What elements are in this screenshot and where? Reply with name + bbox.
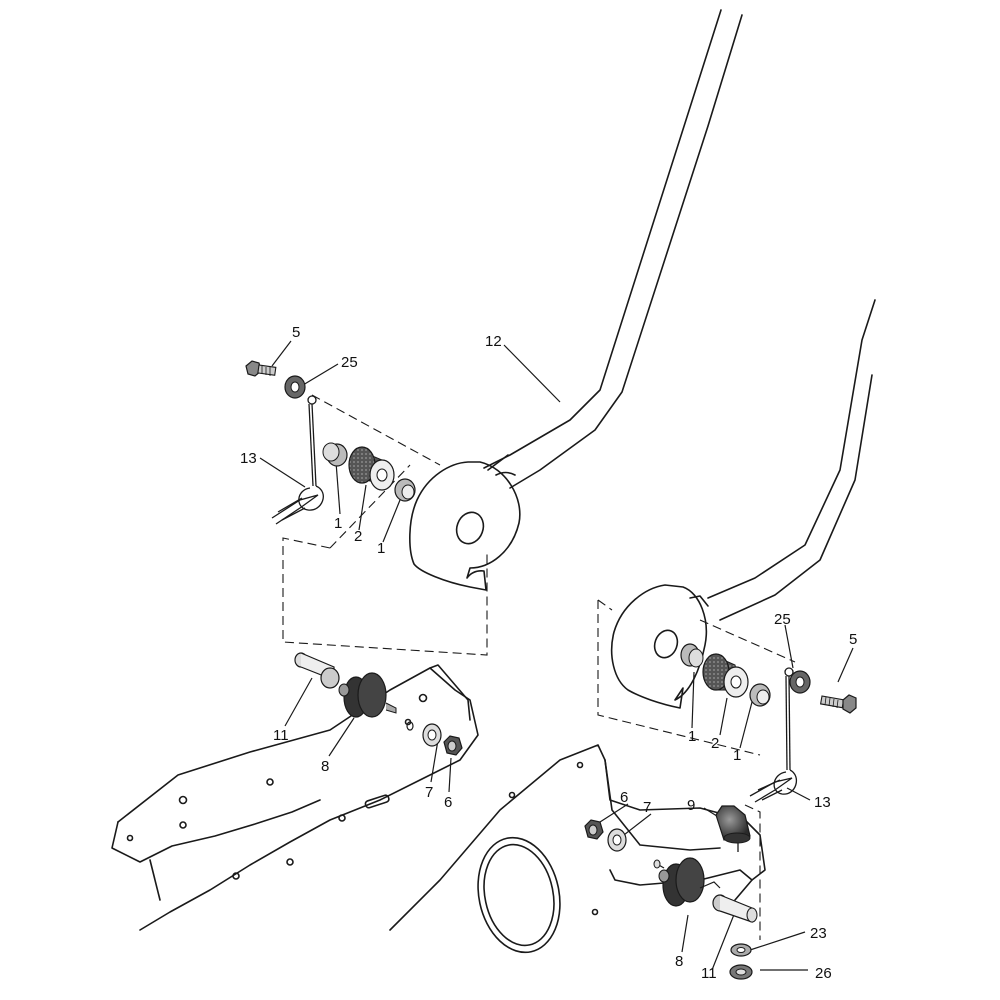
- callout-1-right-a: 1: [688, 728, 696, 745]
- callout-13-upper: 13: [240, 450, 257, 467]
- callout-5-upper: 5: [292, 324, 300, 341]
- handle-bar-lower: [610, 299, 876, 709]
- lynch-pin-13-upper: [271, 395, 324, 525]
- callout-23: 23: [810, 925, 827, 942]
- chassis-frame-left: [111, 664, 479, 931]
- washer-7-right: [607, 828, 627, 852]
- callout-labels: 5 25 12 13 1 2 1 11 8 7 6 25 5 1 2 1 13 …: [240, 324, 857, 982]
- callout-25-upper: 25: [341, 354, 358, 371]
- callout-13-right: 13: [814, 794, 831, 811]
- callout-8-right: 8: [675, 953, 683, 970]
- bushing-1-upper-a: [322, 442, 348, 467]
- callout-6-right: 6: [620, 789, 628, 806]
- callout-1-right-b: 1: [733, 747, 741, 764]
- washer-7-left: [422, 723, 442, 747]
- rubber-mount-8-right: [653, 857, 705, 907]
- leader-lines: [259, 340, 854, 971]
- washer-25-upper: [284, 375, 306, 399]
- callout-5-right: 5: [849, 631, 857, 648]
- bolt-5-right: [819, 694, 857, 714]
- chassis-frame-right: [389, 744, 766, 954]
- callout-7-left: 7: [425, 784, 433, 801]
- bolt-stub-left: [406, 721, 414, 731]
- roller-2-right: [702, 653, 749, 698]
- rubber-mount-8-left: [338, 672, 397, 718]
- callout-26: 26: [815, 965, 832, 982]
- washer-23: [730, 943, 752, 957]
- nut-6-right: [584, 819, 604, 840]
- callout-1-upper-a: 1: [334, 515, 342, 532]
- bushing-1-upper-b: [394, 478, 416, 502]
- callout-1-upper-b: 1: [377, 540, 385, 557]
- bump-stop-9: [715, 805, 751, 852]
- bushing-1-right-a: [680, 643, 704, 668]
- callout-11-left: 11: [273, 727, 289, 744]
- washer-25-right: [789, 670, 811, 694]
- callout-2-right: 2: [711, 735, 719, 752]
- assembly-guides: [282, 394, 796, 940]
- nut-6-left: [443, 735, 463, 756]
- callout-12: 12: [485, 333, 502, 350]
- bushing-1-right-b: [749, 683, 771, 707]
- callout-9: 9: [687, 797, 695, 814]
- callout-25-right: 25: [774, 611, 791, 628]
- pivot-pin-11-right: [699, 881, 758, 923]
- callout-2-upper: 2: [354, 528, 362, 545]
- bolt-5-upper: [245, 360, 277, 377]
- callout-8-left: 8: [321, 758, 329, 775]
- handle-bar-12: [409, 9, 743, 591]
- nut-26: [729, 964, 753, 980]
- callout-11-right: 11: [701, 965, 717, 982]
- callout-7-right: 7: [643, 799, 651, 816]
- pivot-pin-11-left: [294, 652, 340, 689]
- roller-2-upper: [348, 446, 395, 491]
- callout-6-left: 6: [444, 794, 452, 811]
- lynch-pin-13-right: [749, 667, 798, 803]
